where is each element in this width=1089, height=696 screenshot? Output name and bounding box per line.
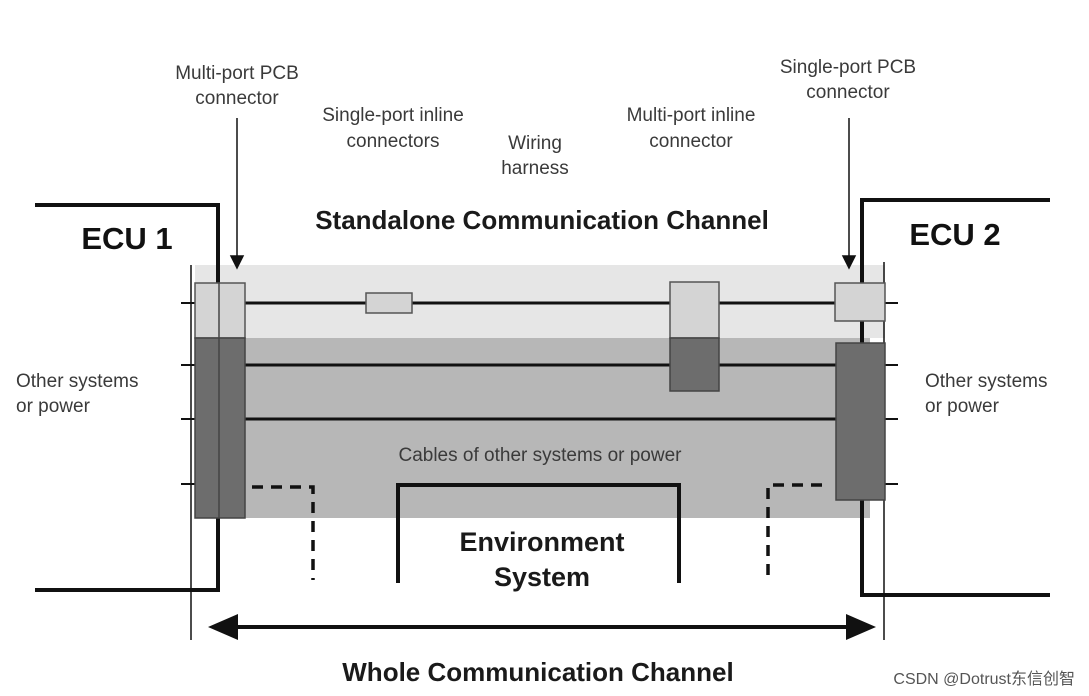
environment-label-line2: System — [494, 562, 590, 592]
singleport-inline-connector — [365, 292, 413, 314]
standalone-channel-title: Standalone Communication Channel — [315, 205, 769, 235]
multiport-pcb-label-line2: connector — [195, 88, 279, 109]
environment-system-box — [396, 483, 681, 583]
cables-label: Cables of other systems or power — [398, 445, 682, 466]
watermark: CSDN @Dotrust东信创智 — [893, 670, 1075, 688]
multiport-pcb-connector — [194, 282, 246, 519]
other-systems-right-line2: or power — [925, 396, 1000, 417]
ecu1-label: ECU 1 — [81, 221, 172, 256]
multiport-inline-label-line2: connector — [649, 131, 733, 152]
singleport-pcb-connector — [834, 282, 886, 322]
pointer-arrows — [229, 118, 857, 270]
singleport-inline-label-line2: connectors — [347, 131, 440, 152]
ecu2-cable-connector — [835, 342, 886, 501]
singleport-pcb-label-line2: connector — [806, 82, 890, 103]
ecu2-pins — [884, 302, 898, 485]
other-systems-right-line1: Other systems — [925, 371, 1047, 392]
cables-band — [195, 338, 870, 518]
environment-dashed-lines — [252, 483, 822, 580]
other-systems-left-line2: or power — [16, 396, 91, 417]
wiring-harness-label-line1: Wiring — [508, 133, 562, 154]
ecu2-label: ECU 2 — [909, 217, 1000, 252]
whole-channel-arrow — [208, 614, 876, 640]
other-systems-left-line1: Other systems — [16, 371, 138, 392]
wiring-harness-label-line2: harness — [501, 158, 569, 179]
multiport-pcb-label-line1: Multi-port PCB — [175, 63, 299, 84]
singleport-inline-label-line1: Single-port inline — [322, 105, 464, 126]
multiport-inline-connector — [669, 281, 720, 392]
whole-channel-title: Whole Communication Channel — [342, 657, 733, 687]
multiport-inline-label-line1: Multi-port inline — [627, 105, 756, 126]
ecu1-pins — [181, 302, 195, 485]
singleport-pcb-label-line1: Single-port PCB — [780, 57, 916, 78]
environment-label-line1: Environment — [459, 527, 624, 557]
